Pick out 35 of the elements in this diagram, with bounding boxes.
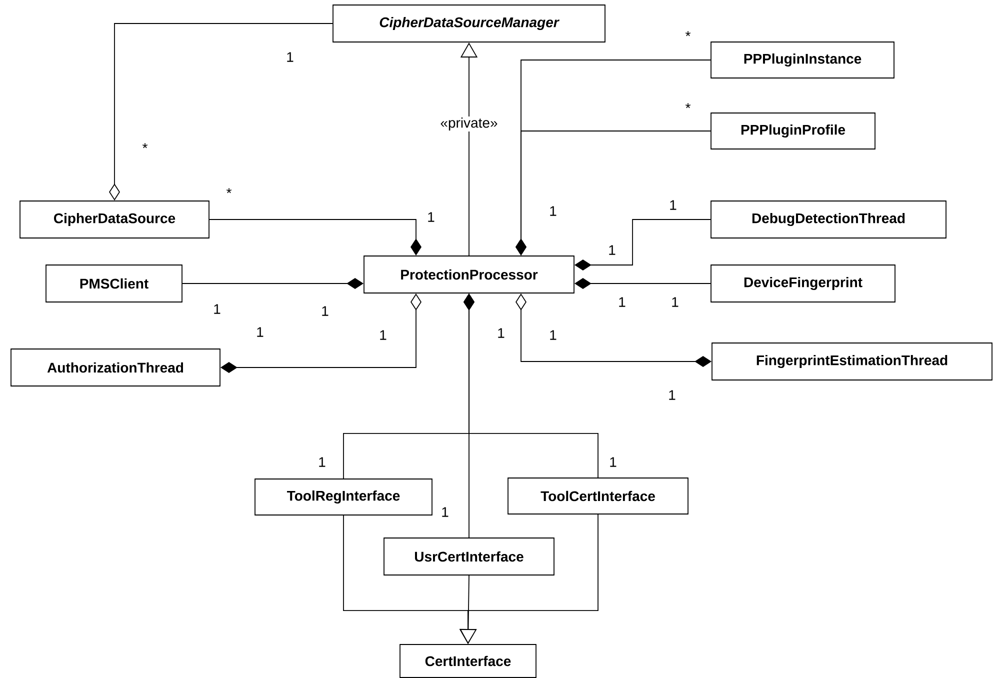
- class-box: ProtectionProcessor: [364, 256, 574, 294]
- multiplicity: 1: [670, 200, 676, 210]
- multiplicity: *: [142, 143, 148, 148]
- multiplicity: 1: [610, 457, 616, 467]
- multiplicity: 1: [428, 212, 434, 222]
- edge-label: «private»: [439, 116, 499, 132]
- multiplicity: 1: [380, 330, 386, 340]
- multiplicity: 1: [619, 297, 626, 307]
- class-box: DeviceFingerprint: [710, 264, 896, 302]
- multiplicity: 1: [550, 206, 556, 216]
- class-box: ToolCertInterface: [508, 478, 688, 514]
- multiplicity: 1: [609, 245, 616, 255]
- multiplicity: 1: [257, 327, 264, 337]
- multiplicity: 1: [287, 52, 294, 62]
- class-box: CipherDataSourceManager: [332, 4, 606, 42]
- multiplicity: *: [226, 188, 232, 194]
- class-box: CipherDataSource: [20, 200, 210, 238]
- multiplicity: 1: [669, 390, 676, 400]
- class-box: PPPluginProfile: [710, 112, 876, 150]
- multiplicity: 1: [550, 330, 556, 340]
- class-box: CertInterface: [400, 644, 536, 678]
- multiplicity: 1: [214, 304, 220, 314]
- class-box: UsrCertInterface: [384, 538, 554, 576]
- class-box: FingerprintEstimationThread: [712, 342, 992, 380]
- multiplicity: *: [686, 31, 691, 36]
- multiplicity: 1: [672, 297, 678, 307]
- class-box: PMSClient: [46, 264, 182, 302]
- class-box: AuthorizationThread: [10, 348, 220, 386]
- multiplicity: *: [686, 103, 691, 108]
- multiplicity: 1: [442, 507, 448, 517]
- multiplicity: 1: [322, 306, 328, 316]
- class-box: ToolRegInterface: [254, 478, 432, 516]
- class-box: PPPluginInstance: [710, 42, 894, 78]
- multiplicity: 1: [498, 328, 504, 338]
- class-box: DebugDetectionThread: [710, 200, 946, 238]
